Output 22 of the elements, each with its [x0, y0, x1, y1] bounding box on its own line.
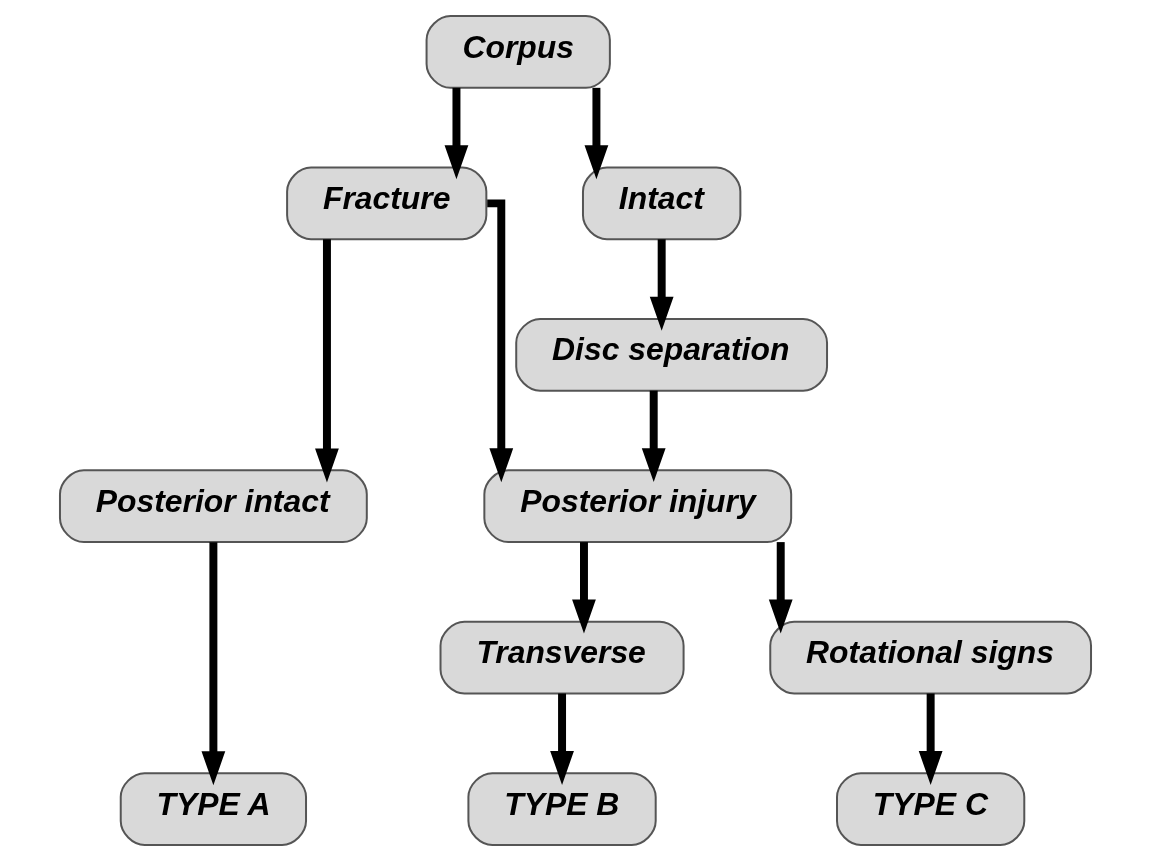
node-box: TYPE B	[467, 772, 657, 846]
node-box: TYPE A	[119, 772, 308, 846]
node-box: Intact	[581, 166, 742, 241]
node-box: Transverse	[439, 620, 685, 695]
node-box: Disc separation	[515, 317, 829, 392]
node-box: Posterior injury	[483, 469, 793, 544]
arrow	[550, 693, 574, 785]
arrow	[584, 87, 609, 180]
arrow	[201, 542, 226, 786]
arrow	[444, 87, 469, 180]
arrow	[649, 239, 674, 331]
node-box: Rotational signs	[769, 620, 1093, 695]
arrow	[572, 542, 596, 634]
arrow	[918, 693, 943, 785]
arrow	[487, 199, 514, 483]
node-box: TYPE C	[836, 772, 1026, 846]
node-box: Corpus	[425, 15, 611, 89]
node-box: Posterior intact	[58, 469, 368, 544]
arrow	[641, 390, 666, 483]
arrow	[768, 542, 793, 634]
arrow	[315, 239, 339, 483]
node-box: Fracture	[286, 166, 488, 241]
